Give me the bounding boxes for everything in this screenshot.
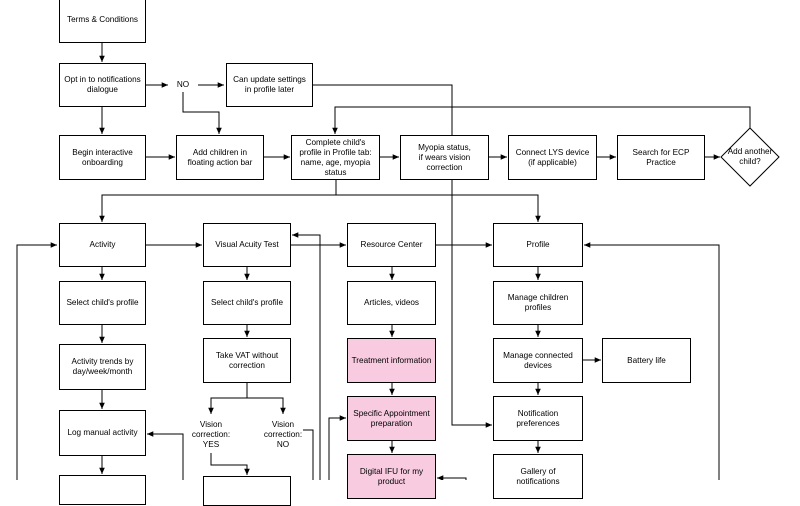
log-manual-activity-box: Log manual activity <box>59 410 146 456</box>
profile-box[interactable]: Profile <box>493 223 583 267</box>
edge-loop-vat <box>292 232 321 480</box>
vision-correction-yes-label: Vision correction: YES <box>191 420 231 449</box>
resource-center-box[interactable]: Resource Center <box>347 223 436 267</box>
articles-videos-box: Articles, videos <box>347 281 436 325</box>
no-label: NO <box>176 80 190 89</box>
decision-add-another-child <box>720 127 780 187</box>
edge-loop-activity <box>16 242 57 480</box>
manage-children-box: Manage children profiles <box>493 281 583 325</box>
edge-take-split <box>208 383 248 414</box>
connect-lys-box: Connect LYS device (if applicable) <box>508 135 597 180</box>
edge-loop-ifu <box>437 475 467 480</box>
myopia-status-box: Myopia status, if wears vision correctio… <box>400 135 489 180</box>
activity-trends-box: Activity trends by day/week/month <box>59 344 146 390</box>
vision-correction-no-label: Vision correction: NO <box>263 420 303 449</box>
edge-another-loop <box>332 106 751 134</box>
visual-acuity-test-box[interactable]: Visual Acuity Test <box>203 223 291 267</box>
manage-devices-box: Manage connected devices <box>493 338 583 383</box>
terms-conditions-box: Terms & Conditions <box>59 0 146 43</box>
edge-split-profile <box>336 194 541 222</box>
edge-loop-log <box>147 431 184 480</box>
edge-no-addchildren <box>182 92 222 134</box>
notification-preferences-box: Notification preferences <box>493 396 583 441</box>
select-profile-vat-box: Select child's profile <box>203 281 291 325</box>
complete-profile-box: Complete child's profile in Profile tab:… <box>291 135 380 180</box>
digital-ifu-box: Digital IFU for my product <box>347 454 436 499</box>
appointment-prep-box: Specific Appointment preparation <box>347 396 436 441</box>
opt-in-notifications-box: Opt in to notifications dialogue <box>59 63 146 107</box>
edge-loop-profile <box>584 242 720 480</box>
select-profile-activity-box: Select child's profile <box>59 281 146 325</box>
treatment-info-box: Treatment information <box>347 338 436 383</box>
add-another-child-label: Add another child? <box>727 147 773 166</box>
vat-next-box <box>203 476 291 506</box>
edge-complete-split <box>99 180 337 222</box>
begin-onboarding-box: Begin interactive onboarding <box>59 135 146 180</box>
edge-yes-down <box>210 453 250 475</box>
edge-update-notifprefs <box>313 84 492 428</box>
edge-loop-appt <box>328 415 346 480</box>
edge-no-right <box>303 429 314 480</box>
update-settings-box: Can update settings in profile later <box>226 63 313 107</box>
take-vat-box: Take VAT without correction <box>203 338 291 383</box>
search-ecp-box: Search for ECP Practice <box>617 135 705 180</box>
connector-layer <box>16 43 780 480</box>
add-children-box: Add children in floating action bar <box>176 135 264 180</box>
activity-box[interactable]: Activity <box>59 223 146 267</box>
gallery-notifications-box: Gallery of notifications <box>493 454 583 499</box>
edge-take-no <box>247 397 286 414</box>
battery-life-box: Battery life <box>602 338 691 383</box>
